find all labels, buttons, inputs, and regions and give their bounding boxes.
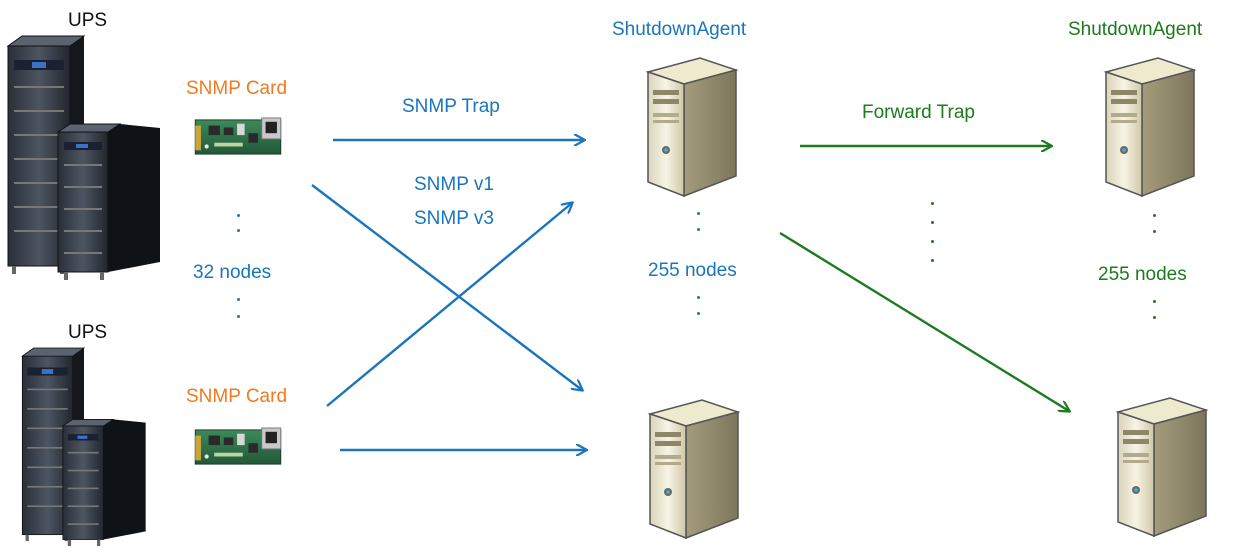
ups-cabinet-icon xyxy=(21,347,147,547)
server-tower-icon xyxy=(1117,397,1207,537)
server-tower-icon xyxy=(647,57,737,197)
ellipsis-dots-middle-upper xyxy=(695,212,701,231)
snmp-card-label-bottom: SNMP Card xyxy=(186,386,288,407)
ellipsis-dots-right-upper xyxy=(1151,214,1157,233)
arrow-card-top-to-agent-bottom xyxy=(311,184,582,390)
arrow-forward-bottom xyxy=(779,231,1069,411)
ups-label-top: UPS xyxy=(68,10,108,31)
ellipsis-dots-right-lower xyxy=(1151,300,1157,319)
ellipsis-dots-left-upper xyxy=(235,214,241,232)
snmp-trap-label: SNMP Trap xyxy=(402,96,500,117)
server-tower-icon xyxy=(1105,57,1195,197)
ups-label-bottom: UPS xyxy=(68,322,108,343)
nodes-count-right: 255 nodes xyxy=(1098,264,1187,285)
ellipsis-dots-middle-lower xyxy=(695,296,701,315)
shutdown-agent-title-middle: ShutdownAgent xyxy=(612,19,747,40)
nodes-count-middle: 255 nodes xyxy=(648,260,737,281)
snmp-v3-label: SNMP v3 xyxy=(414,208,494,229)
network-card-icon xyxy=(194,427,282,465)
shutdown-agent-title-right: ShutdownAgent xyxy=(1068,19,1203,40)
forward-trap-label: Forward Trap xyxy=(862,102,975,123)
nodes-count-left: 32 nodes xyxy=(193,262,272,283)
server-tower-icon xyxy=(649,399,739,539)
snmp-v1-label: SNMP v1 xyxy=(414,174,494,195)
arrow-card-bottom-to-agent-top xyxy=(326,203,572,407)
ups-cabinet-icon xyxy=(7,35,161,281)
snmp-card-label-top: SNMP Card xyxy=(186,78,288,99)
ellipsis-dots-center-green xyxy=(929,202,935,262)
ellipsis-dots-left-lower xyxy=(235,298,241,318)
network-card-icon xyxy=(194,117,282,155)
